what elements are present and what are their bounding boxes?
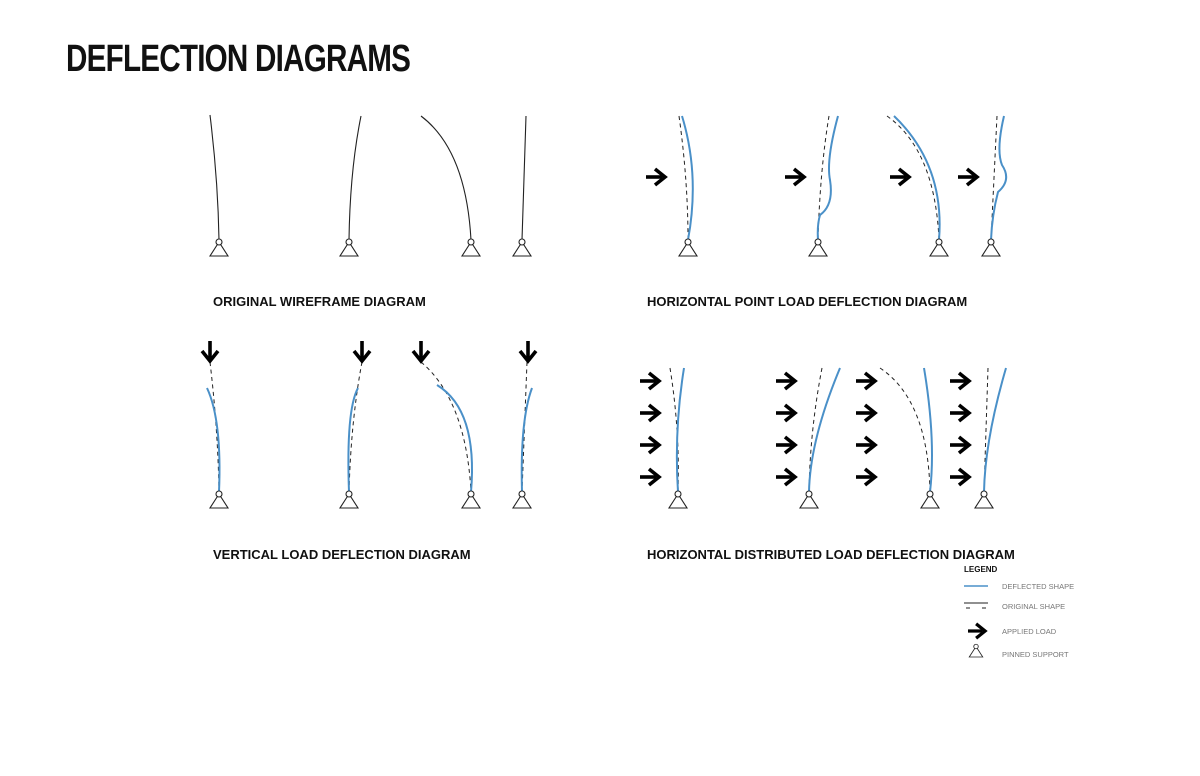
arrow-icon xyxy=(948,467,971,487)
arrow-icon xyxy=(854,435,877,455)
pinned-support-icon xyxy=(461,238,481,257)
pinned-support-icon xyxy=(799,490,819,509)
arrow-icon xyxy=(854,403,877,423)
page-title: DEFLECTION DIAGRAMS xyxy=(66,38,411,80)
legend-label-load: APPLIED LOAD xyxy=(1002,627,1057,636)
deflected-shape-2 xyxy=(347,387,359,493)
pinned-support-icon xyxy=(512,490,532,509)
deflected-shape-1 xyxy=(681,115,694,241)
arrow-icon xyxy=(200,339,220,363)
pinned-support-icon xyxy=(920,490,940,509)
deflected-shape-2 xyxy=(816,115,839,241)
member-4 xyxy=(521,115,527,241)
member-3 xyxy=(420,115,472,241)
arrow-icon xyxy=(352,339,372,363)
pinned-support-icon xyxy=(678,238,698,257)
caption-vertical-load: VERTICAL LOAD DEFLECTION DIAGRAM xyxy=(213,547,471,562)
original-shape-4 xyxy=(983,367,989,493)
arrow-icon xyxy=(783,167,806,187)
deflected-shape-2 xyxy=(808,367,841,493)
panel-vertical-load: VERTICAL LOAD DEFLECTION DIAGRAM xyxy=(200,339,538,562)
original-shape-2 xyxy=(348,361,363,493)
deflected-shape-3 xyxy=(923,367,933,493)
arrow-icon xyxy=(854,371,877,391)
deflected-shape-4 xyxy=(520,387,533,493)
pinned-support-icon xyxy=(974,490,994,509)
panel-horizontal-distributed-load: HORIZONTAL DISTRIBUTED LOAD DEFLECTION D… xyxy=(638,367,1015,562)
original-shape-4 xyxy=(521,361,528,493)
arrow-icon xyxy=(774,435,797,455)
legend-title: LEGEND xyxy=(964,565,998,574)
pinned-support-icon xyxy=(981,238,1001,257)
pinned-support-icon xyxy=(461,490,481,509)
caption-horizontal-distributed-load: HORIZONTAL DISTRIBUTED LOAD DEFLECTION D… xyxy=(647,547,1015,562)
deflected-shape-1 xyxy=(206,387,221,493)
pinned-support-icon xyxy=(339,490,359,509)
arrow-icon xyxy=(774,371,797,391)
original-shape-3 xyxy=(886,115,940,241)
legend-label-support: PINNED SUPPORT xyxy=(1002,650,1069,659)
original-shape-3 xyxy=(420,361,472,493)
original-shape-4 xyxy=(990,115,998,241)
arrow-icon xyxy=(854,467,877,487)
original-shape-3 xyxy=(879,367,931,493)
arrow-icon xyxy=(948,435,971,455)
arrow-icon xyxy=(638,371,661,391)
pinned-support-icon xyxy=(668,490,688,509)
pinned-support-icon xyxy=(968,643,984,658)
original-shape-2 xyxy=(817,115,830,241)
arrow-icon xyxy=(638,467,661,487)
arrow-icon xyxy=(518,339,538,363)
arrow-icon xyxy=(956,167,979,187)
deflected-shape-3 xyxy=(893,115,941,241)
legend-label-deflected: DEFLECTED SHAPE xyxy=(1002,582,1074,591)
pinned-support-icon xyxy=(512,238,532,257)
legend-label-original: ORIGINAL SHAPE xyxy=(1002,602,1065,611)
panel-horizontal-point-load: HORIZONTAL POINT LOAD DEFLECTION DIAGRAM xyxy=(644,115,1008,309)
arrow-icon xyxy=(948,403,971,423)
arrow-icon xyxy=(774,403,797,423)
caption-original-wireframe: ORIGINAL WIREFRAME DIAGRAM xyxy=(213,294,426,309)
pinned-support-icon xyxy=(209,490,229,509)
arrow-icon xyxy=(638,435,661,455)
pinned-support-icon xyxy=(808,238,828,257)
deflected-shape-1 xyxy=(675,367,685,493)
original-shape-2 xyxy=(808,367,823,493)
deflected-shape-4 xyxy=(990,115,1008,241)
deflected-shape-4 xyxy=(983,367,1007,493)
pinned-support-icon xyxy=(339,238,359,257)
arrow-icon xyxy=(644,167,667,187)
arrow-icon xyxy=(774,467,797,487)
member-1 xyxy=(209,114,220,241)
pinned-support-icon xyxy=(929,238,949,257)
member-2 xyxy=(348,115,362,241)
arrow-icon xyxy=(411,339,431,363)
caption-horizontal-point-load: HORIZONTAL POINT LOAD DEFLECTION DIAGRAM xyxy=(647,294,967,309)
arrow-icon xyxy=(967,622,988,640)
arrow-icon xyxy=(888,167,911,187)
original-shape-1 xyxy=(678,115,689,241)
deflected-shape-3 xyxy=(436,384,473,493)
panel-original-wireframe: ORIGINAL WIREFRAME DIAGRAM xyxy=(209,114,532,309)
pinned-support-icon xyxy=(209,238,229,257)
legend: LEGEND DEFLECTED SHAPE ORIGINAL SHAPE AP… xyxy=(964,565,1074,659)
arrow-icon xyxy=(638,403,661,423)
arrow-icon xyxy=(948,371,971,391)
